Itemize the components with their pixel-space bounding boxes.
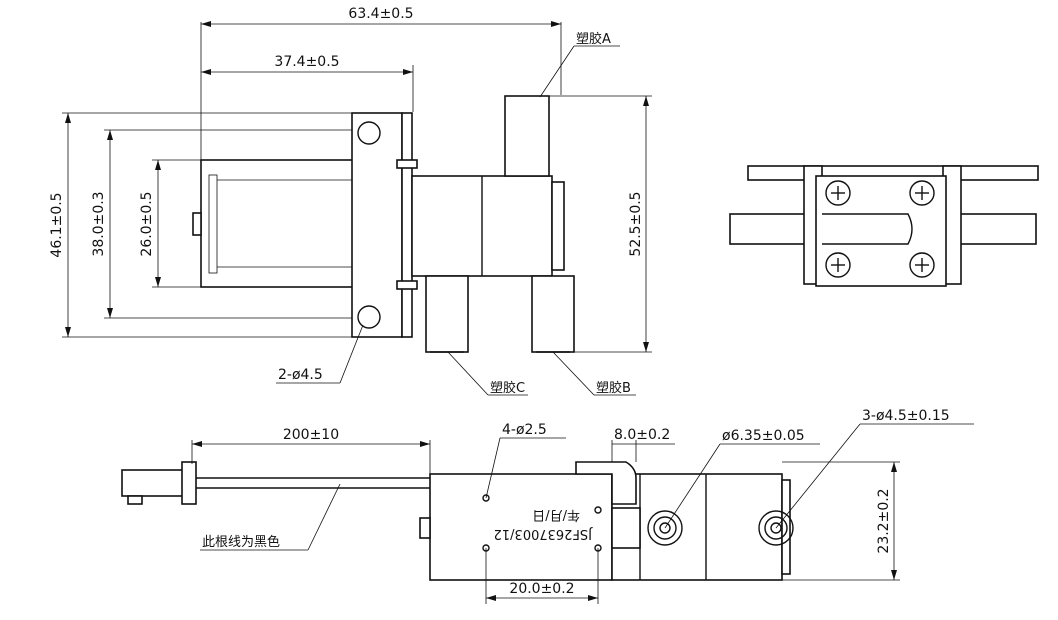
dim-port-span: 52.5±0.5 — [628, 191, 644, 256]
label-date-mark: 年/月/日 — [532, 507, 580, 522]
port-icon — [758, 510, 794, 546]
label-plastic-a: 塑胶A — [576, 31, 611, 47]
label-plastic-b: 塑胶B — [596, 380, 631, 396]
screw-icon — [825, 180, 851, 206]
screw-icon — [909, 180, 935, 206]
dim-screw-holes: 4-ø2.5 — [502, 422, 547, 438]
bottom-view: 200±10 此根线为黑色 年/月/日 J — [121, 408, 974, 604]
label-wire-note: 此根线为黑色 — [202, 534, 280, 550]
screw-icon — [909, 252, 935, 278]
label-plastic-c: 塑胶C — [490, 380, 525, 396]
port-icon — [647, 510, 683, 546]
dim-height-inner: 26.0±0.5 — [139, 191, 155, 256]
dim-overall-length: 63.4±0.5 — [348, 6, 413, 22]
dim-hole-pitch: 20.0±0.2 — [509, 581, 574, 597]
front-view: 63.4±0.5 37.4±0.5 46.1±0.5 38.0±0.3 26.0… — [49, 6, 652, 396]
dim-height-outer: 46.1±0.5 — [49, 192, 65, 257]
side-view — [729, 165, 1039, 287]
screw-icon — [825, 252, 851, 278]
dim-body-height: 23.2±0.2 — [876, 488, 892, 553]
dim-coil-length: 37.4±0.5 — [274, 54, 339, 70]
dim-port-dia: ø6.35±0.05 — [722, 428, 805, 444]
dim-mount-holes: 2-ø4.5 — [278, 367, 323, 383]
dim-tab-width: 8.0±0.2 — [614, 427, 670, 443]
label-part-number: JSF2637003/12 — [494, 526, 593, 541]
dim-wire-length: 200±10 — [283, 427, 339, 443]
dim-port-holes: 3-ø4.5±0.15 — [862, 408, 950, 424]
dim-height-mid: 38.0±0.3 — [91, 191, 107, 256]
